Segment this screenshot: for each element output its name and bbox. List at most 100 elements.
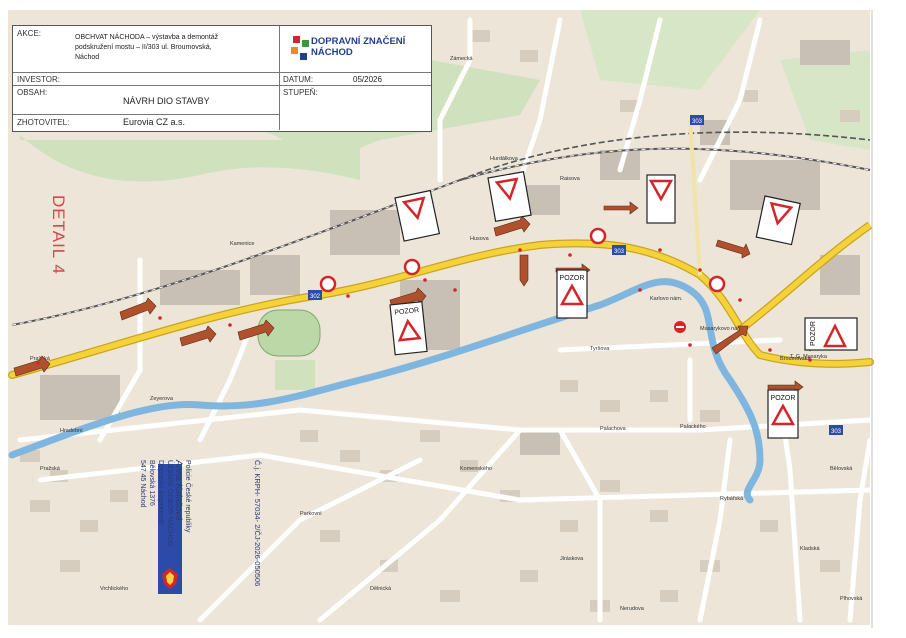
stupen-label: STUPEŇ: (283, 88, 318, 97)
street-label: Palachova (600, 426, 627, 432)
building (520, 430, 560, 455)
datum-value: 05/2026 (353, 75, 382, 84)
pozor-text: POZOR (810, 321, 817, 346)
houses (20, 30, 860, 612)
street-label: Jiráskova (560, 556, 584, 562)
approval-line: 547 45 Náchod (139, 460, 146, 508)
railway (11, 131, 871, 326)
speed-limit-icon (319, 275, 337, 293)
building (330, 210, 400, 255)
obsah-value: NÁVRH DIO STAVBY (123, 96, 210, 106)
street-label: Tyršova (590, 346, 610, 352)
route-shield (612, 245, 626, 255)
yield-icon (494, 177, 519, 202)
approval-reference: Č.j. KRPH- 57034- 2/ČJ-2026-050506 (253, 460, 262, 587)
detour-arrow-icon (237, 319, 275, 341)
company-logo-icon (291, 36, 309, 60)
no-entry-bar (676, 326, 684, 328)
detour-arrow-icon (711, 325, 749, 355)
zhotovitel-value: Eurovia CZ a.s. (123, 117, 186, 127)
street-label: Komenského (460, 466, 492, 472)
detour-arrow-icon (767, 380, 804, 394)
route-label-303: 303 (831, 429, 842, 435)
datum-label: DATUM: (283, 75, 314, 84)
yield-sign-board (394, 189, 441, 242)
park-area (275, 360, 315, 390)
street-label: Plhovská (840, 596, 863, 602)
route-label-303: 303 (614, 249, 625, 255)
sign-markers (36, 248, 812, 365)
warning-triangle-icon (559, 283, 585, 306)
street-label: Husova (470, 236, 490, 242)
route-shield (308, 290, 322, 300)
main-road (9, 240, 873, 378)
street-labels: Hradební Kamenice Raisova Komenského Pal… (30, 56, 863, 612)
street-label: Raisova (560, 176, 581, 182)
approval-line: Dopravní inspektorát (157, 460, 164, 525)
approval-line: ÚZEMNÍ ODBOR NÁCHOD (166, 460, 173, 547)
warning-triangle-icon (770, 403, 796, 426)
street-label: Zeyerova (150, 396, 174, 402)
route-labels: 302 303 303 303 (308, 115, 843, 435)
pozor-sign-board: POZOR (389, 300, 428, 356)
approval-line: Policie České republiky (184, 460, 191, 533)
street-label: Nerudova (620, 606, 645, 612)
yield-icon (401, 196, 426, 221)
street-label: Hurdálkova (490, 156, 519, 162)
yield-sign-board (646, 174, 676, 224)
approval-signature: Anna Kalašová (174, 460, 184, 521)
street-label: Masarykovo nám. (700, 326, 744, 332)
pozor-sign-board: POZOR (556, 269, 588, 319)
warning-triangle-icon (822, 323, 848, 348)
detour-arrow-icon (13, 355, 51, 377)
detour-arrow-icon (519, 254, 529, 287)
detour-arrow-icon (179, 325, 217, 347)
title-row-zhotovitel: ZHOTOVITEL: Eurovia CZ a.s. (13, 114, 279, 127)
detour-arrow-icon (493, 215, 531, 237)
river (8, 278, 764, 504)
title-row-obsah: OBSAH: NÁVRH DIO STAVBY STUPEŇ: (13, 85, 431, 106)
street-label: Palackého (680, 424, 706, 430)
akce-label: AKCE: (17, 29, 42, 38)
park-area (12, 60, 540, 159)
park-area (780, 50, 870, 150)
route-label-303: 303 (692, 119, 703, 125)
street-label: Hradební (60, 428, 83, 434)
round-signs (319, 227, 726, 333)
company-line: DOPRAVNÍ ZNAČENÍ (311, 36, 406, 47)
title-block: AKCE: OBCHVAT NÁCHODA – výstavba a demon… (12, 25, 432, 132)
detail-label: DETAIL 4 (49, 195, 68, 275)
building (250, 255, 300, 295)
zhotovitel-label: ZHOTOVITEL: (17, 118, 70, 127)
warning-triangle-icon (397, 318, 422, 342)
speed-limit-icon (403, 258, 421, 276)
title-block-divider (279, 26, 280, 130)
pozor-text: POZOR (560, 275, 585, 282)
street-label: Pražská (40, 466, 61, 472)
street-label: Zámecká (450, 56, 474, 62)
pozor-text: POZOR (394, 307, 419, 317)
speed-limit-icon (708, 275, 726, 293)
akce-value: OBCHVAT NÁCHODA – výstavba a demontáž po… (75, 33, 275, 63)
detour-arrow-icon (603, 201, 639, 215)
street-label: Bělovská (830, 466, 853, 472)
street-label: Rybářská (720, 496, 744, 502)
main-road-north (738, 222, 872, 333)
park-area (580, 10, 760, 90)
street-label: Parkovní (300, 511, 322, 517)
approval-line: Bělovská 1376 (148, 460, 155, 506)
company-line: NÁCHOD (311, 47, 353, 58)
speed-limit-icon (589, 227, 607, 245)
street-label: T. G. Masaryka (790, 354, 828, 360)
sign-boards: POZOR POZOR POZOR POZOR (389, 171, 858, 439)
pozor-sign-board: POZOR (804, 317, 858, 351)
investor-label: INVESTOR: (17, 75, 60, 84)
route-shield (829, 425, 843, 435)
building (800, 40, 850, 65)
yield-sign-board (755, 195, 801, 246)
street-label: Broumovská (780, 356, 812, 362)
pozor-text: POZOR (771, 395, 796, 402)
obsah-label: OBSAH: (17, 88, 48, 97)
